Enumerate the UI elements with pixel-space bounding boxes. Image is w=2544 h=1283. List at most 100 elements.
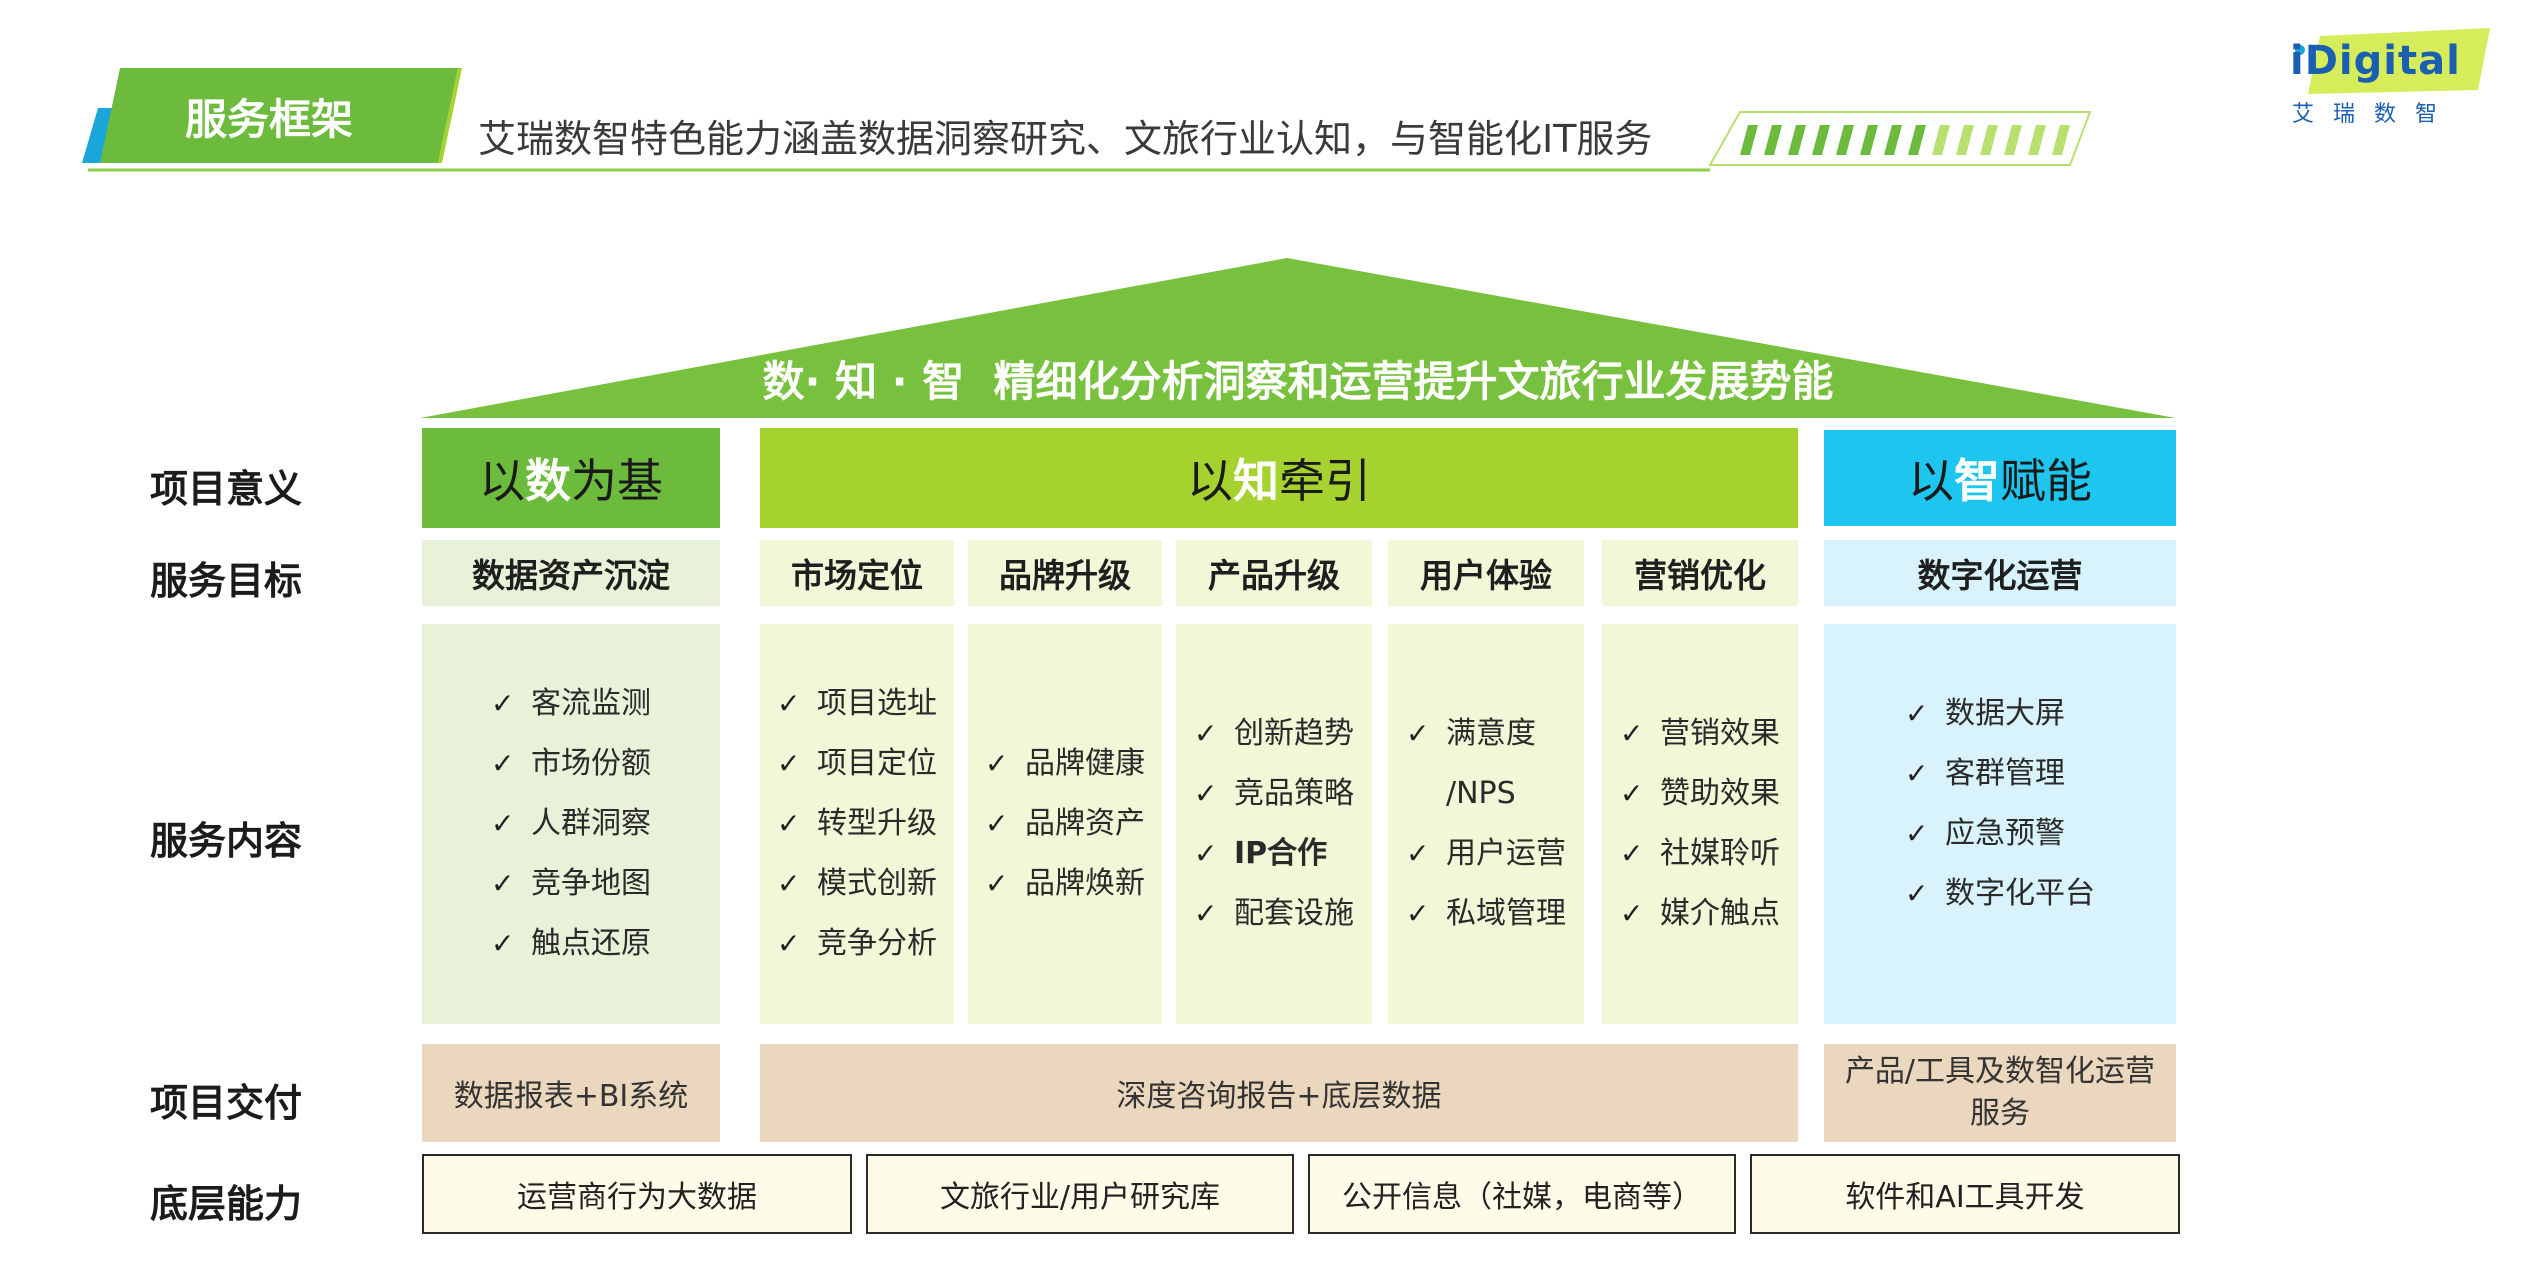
content-list-2: ✓ 品牌健康 ✓ 品牌资产 ✓ 品牌焕新 bbox=[985, 734, 1145, 914]
check-icon: ✓ bbox=[1194, 717, 1218, 750]
pillar-shu-key: 数 bbox=[525, 454, 571, 508]
roof-triangle bbox=[420, 258, 2176, 418]
goal-header-2: 品牌升级 bbox=[968, 540, 1162, 606]
list-item: ✓满意度 bbox=[1406, 704, 1566, 764]
content-list-1: ✓项目选址 ✓项目定位 ✓转型升级 ✓模式创新 ✓竞争分析 bbox=[777, 674, 937, 974]
list-item-text: 营销效果 bbox=[1660, 716, 1780, 751]
content-box-4: ✓满意度 /NPS ✓用户运营 ✓私域管理 bbox=[1388, 624, 1584, 1024]
delivery-box-2: 产品/工具及数智化运营 服务 bbox=[1824, 1044, 2176, 1142]
list-item: ✓社媒聆听 bbox=[1620, 824, 1780, 884]
list-item-text: 满意度 bbox=[1446, 716, 1536, 751]
pillar-zhi-pre: 以 bbox=[1187, 454, 1233, 508]
pillar-shu: 以数为基 bbox=[422, 428, 720, 528]
check-icon: ✓ bbox=[1406, 897, 1430, 930]
check-icon: ✓ bbox=[1905, 697, 1929, 730]
list-item-text: 客群管理 bbox=[1945, 756, 2065, 791]
check-icon: ✓ bbox=[491, 747, 515, 780]
list-item-text: 品牌焕新 bbox=[1025, 866, 1145, 901]
content-box-2: ✓ 品牌健康 ✓ 品牌资产 ✓ 品牌焕新 bbox=[968, 624, 1162, 1024]
row-label-content: 服务内容 bbox=[150, 819, 303, 863]
foundation-box-1: 文旅行业/用户研究库 bbox=[866, 1154, 1294, 1234]
check-icon: ✓ bbox=[1406, 837, 1430, 870]
check-icon: ✓ bbox=[985, 747, 1009, 780]
pillar-zhi2-post: 赋能 bbox=[2000, 454, 2092, 508]
content-list-5: ✓ 营销效果 ✓赞助效果 ✓社媒聆听 ✓ 媒介触点 bbox=[1620, 704, 1780, 944]
check-icon: ✓ bbox=[1620, 897, 1644, 930]
list-item-text: 触点还原 bbox=[531, 926, 651, 961]
header-tag: 服务框架 bbox=[185, 95, 354, 144]
list-item: ✓客群管理 bbox=[1905, 744, 2095, 804]
list-item-text: 品牌资产 bbox=[1025, 806, 1145, 841]
check-icon: ✓ bbox=[491, 867, 515, 900]
list-item: ✓用户运营 bbox=[1406, 824, 1566, 884]
list-item-text: 数字化平台 bbox=[1945, 876, 2095, 911]
goal-header-4: 用户体验 bbox=[1388, 540, 1584, 606]
list-item-text: 品牌健康 bbox=[1025, 746, 1145, 781]
content-list-3: ✓创新趋势 ✓竞品策略 ✓IP合作 ✓配套设施 bbox=[1194, 704, 1354, 944]
list-item: ✓项目选址 bbox=[777, 674, 937, 734]
check-icon: ✓ bbox=[1905, 877, 1929, 910]
list-item: ✓ 创新趋势 bbox=[1194, 704, 1354, 764]
goal-header-1: 市场定位 bbox=[760, 540, 954, 606]
list-item: ✓ 媒介触点 bbox=[1620, 884, 1780, 944]
list-item: ✓ 客流监测 bbox=[491, 674, 651, 734]
list-item: /NPS bbox=[1406, 764, 1566, 824]
pillar-zhi2: 以智赋能 bbox=[1824, 430, 2176, 526]
foundation-box-2: 公开信息（社媒，电商等） bbox=[1308, 1154, 1736, 1234]
list-item-text: 客流监测 bbox=[531, 686, 651, 721]
check-icon: ✓ bbox=[1194, 777, 1218, 810]
delivery-box-1: 深度咨询报告+底层数据 bbox=[760, 1044, 1798, 1142]
list-item: ✓ 竞品策略 bbox=[1194, 764, 1354, 824]
row-label-delivery: 项目交付 bbox=[150, 1081, 303, 1125]
list-item: ✓ 品牌焕新 bbox=[985, 854, 1145, 914]
foundation-box-3: 软件和AI工具开发 bbox=[1750, 1154, 2180, 1234]
logo-brand: iDigital bbox=[2290, 38, 2461, 84]
logo-chinese: 艾 瑞 数 智 bbox=[2292, 102, 2443, 127]
list-item: ✓ 品牌资产 bbox=[985, 794, 1145, 854]
check-icon: ✓ bbox=[777, 867, 801, 900]
row-label-significance: 项目意义 bbox=[150, 467, 303, 511]
list-item-text: 转型升级 bbox=[817, 806, 937, 841]
list-item-text: 竞争分析 bbox=[817, 926, 937, 961]
list-item: ✓私域管理 bbox=[1406, 884, 1566, 944]
content-box-5: ✓ 营销效果 ✓赞助效果 ✓社媒聆听 ✓ 媒介触点 bbox=[1602, 624, 1798, 1024]
list-item: ✓ 转型升级 bbox=[777, 794, 937, 854]
list-item: ✓ 营销效果 bbox=[1620, 704, 1780, 764]
list-item: ✓ 市场份额 bbox=[491, 734, 651, 794]
check-icon: ✓ bbox=[491, 687, 515, 720]
list-item-text: 竞品策略 bbox=[1234, 776, 1354, 811]
list-item: ✓ 竞争分析 bbox=[777, 914, 937, 974]
list-item-text: 创新趋势 bbox=[1234, 716, 1354, 751]
list-item: ✓赞助效果 bbox=[1620, 764, 1780, 824]
pillar-zhi2-pre: 以 bbox=[1908, 454, 1954, 508]
content-list-0: ✓客流监测 ✓市场份额 ✓人群洞察 ✓竞争地图 ✓触点还原 bbox=[491, 674, 651, 974]
list-item-text: 项目选址 bbox=[817, 686, 937, 721]
list-item-text: 模式创新 bbox=[817, 866, 937, 901]
check-icon: ✓ bbox=[1194, 837, 1218, 870]
logo: iDigital 艾 瑞 数 智 bbox=[2290, 28, 2500, 138]
list-item-text: 市场份额 bbox=[531, 746, 651, 781]
check-icon: ✓ bbox=[985, 867, 1009, 900]
pillar-shu-post: 为基 bbox=[571, 454, 663, 508]
check-icon: ✓ bbox=[777, 807, 801, 840]
list-item: ✓竞争地图 bbox=[491, 854, 651, 914]
pillar-zhi-key: 知 bbox=[1233, 454, 1279, 508]
pillar-zhi: 以知牵引 bbox=[760, 428, 1798, 528]
check-icon: ✓ bbox=[491, 807, 515, 840]
row-label-foundation: 底层能力 bbox=[150, 1182, 303, 1226]
check-icon: ✓ bbox=[1194, 897, 1218, 930]
content-box-3: ✓创新趋势 ✓竞品策略 ✓IP合作 ✓配套设施 bbox=[1176, 624, 1372, 1024]
list-item-text: 数据大屏 bbox=[1945, 696, 2065, 731]
list-item: ✓ 模式创新 bbox=[777, 854, 937, 914]
check-icon: ✓ bbox=[1620, 717, 1644, 750]
content-box-1: ✓项目选址 ✓项目定位 ✓转型升级 ✓模式创新 ✓竞争分析 bbox=[760, 624, 954, 1024]
list-item-text: 媒介触点 bbox=[1660, 896, 1780, 931]
check-icon: ✓ bbox=[491, 927, 515, 960]
check-icon: ✓ bbox=[985, 807, 1009, 840]
row-label-goals: 服务目标 bbox=[150, 559, 303, 603]
list-item: ✓ 品牌健康 bbox=[985, 734, 1145, 794]
pillar-zhi-post: 牵引 bbox=[1279, 454, 1371, 508]
check-icon: ✓ bbox=[777, 927, 801, 960]
list-item: ✓应急预警 bbox=[1905, 804, 2095, 864]
content-list-4: ✓满意度 /NPS ✓用户运营 ✓私域管理 bbox=[1406, 704, 1566, 944]
